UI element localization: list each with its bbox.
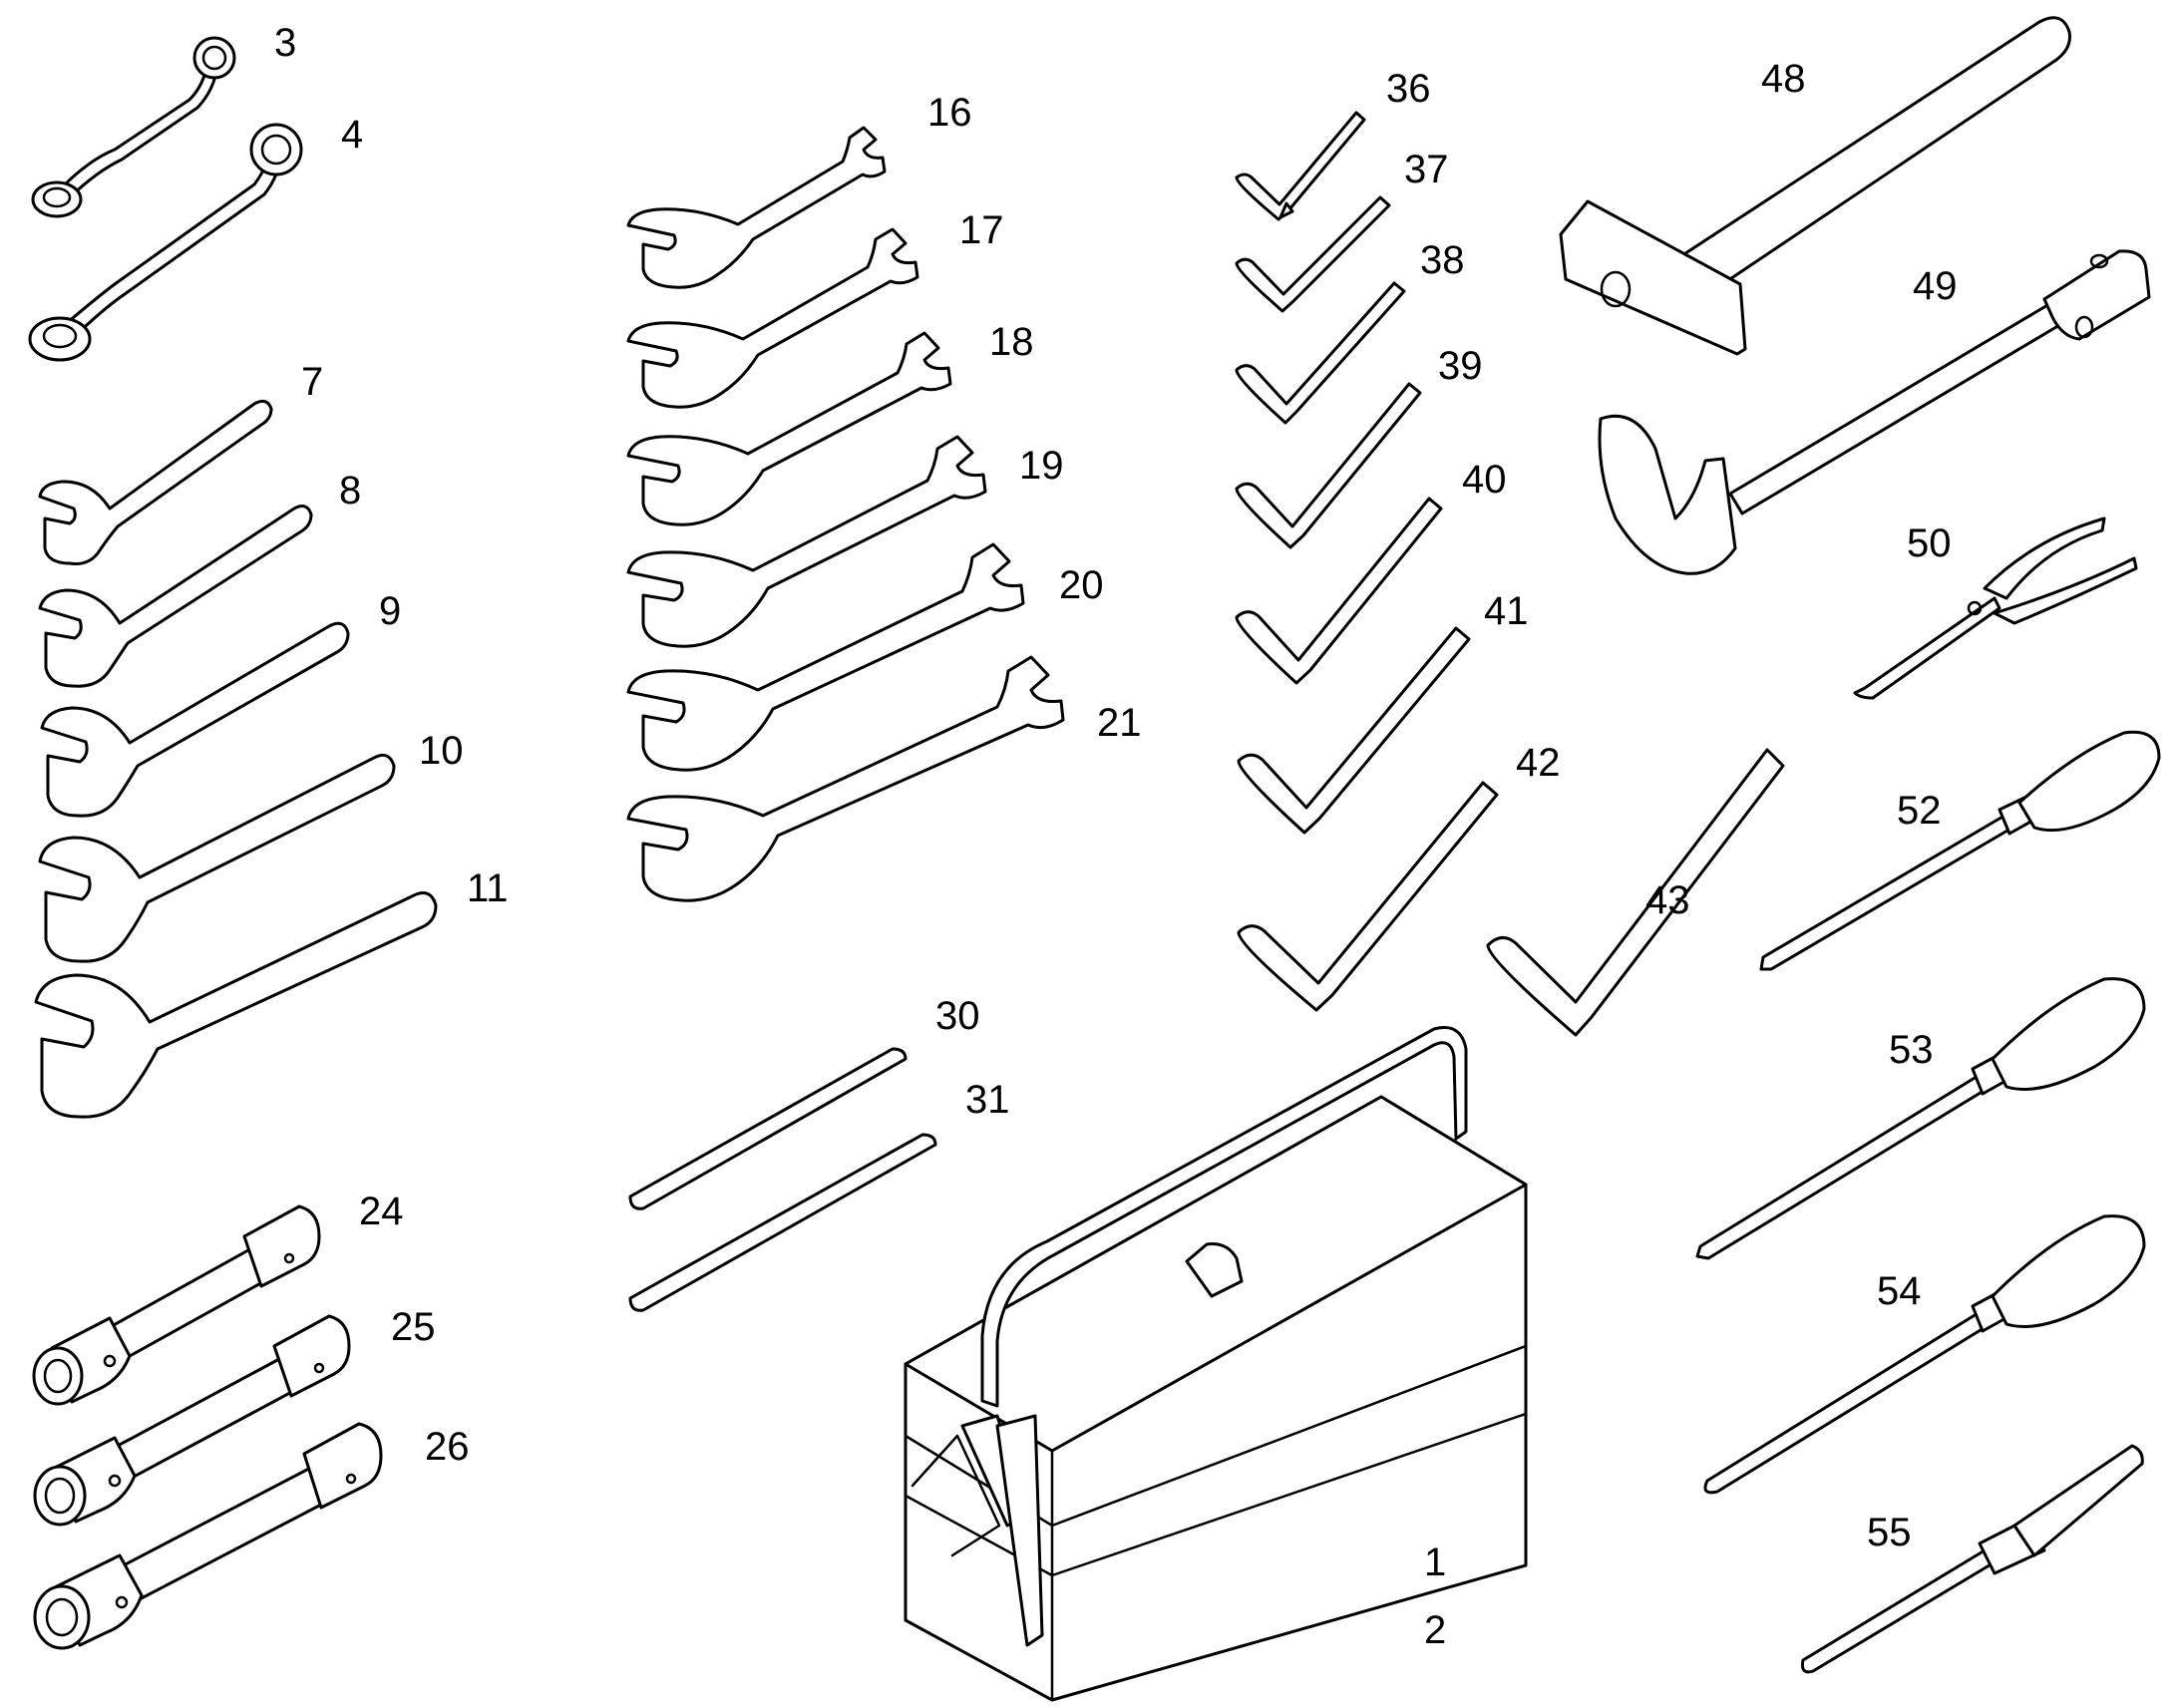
hex-key-38	[1235, 281, 1406, 425]
callout-49: 49	[1913, 264, 1958, 308]
callout-9: 9	[379, 589, 401, 633]
double-spanner-19	[626, 435, 987, 648]
callout-21: 21	[1097, 701, 1142, 745]
open-spanner-11	[34, 891, 438, 1119]
screwdriver-53	[1695, 977, 2146, 1260]
callout-1: 1	[1424, 1540, 1446, 1584]
callout-31: 31	[965, 1078, 1010, 1122]
box-spanner-25	[33, 1314, 351, 1527]
screwdriver-55	[1801, 1444, 2144, 1674]
callout-18: 18	[989, 320, 1034, 364]
pliers-50	[1853, 516, 2138, 700]
ring-spanner-3	[31, 36, 236, 218]
callout-38: 38	[1420, 238, 1465, 282]
callout-2: 2	[1424, 1608, 1446, 1652]
hex-key-43	[1486, 748, 1785, 1037]
hex-key-39	[1235, 382, 1422, 549]
hex-key-40	[1235, 497, 1443, 685]
wheel-brace-49	[1598, 249, 2151, 575]
callout-42: 42	[1516, 741, 1561, 785]
callout-16: 16	[927, 91, 972, 135]
tool-box-1-2	[904, 1026, 1528, 1702]
box-spanner-26	[33, 1422, 383, 1650]
screwdriver-54	[1703, 1214, 2146, 1495]
hex-key-36	[1235, 111, 1366, 221]
double-spanner-16	[626, 126, 887, 289]
open-spanner-9	[40, 621, 350, 818]
callout-36: 36	[1386, 67, 1431, 111]
hex-key-41	[1237, 626, 1471, 835]
callout-52: 52	[1897, 789, 1942, 833]
tommy-bar-30	[628, 1047, 908, 1210]
callout-50: 50	[1907, 521, 1952, 565]
callout-17: 17	[959, 208, 1004, 252]
open-spanner-8	[38, 505, 313, 688]
callout-8: 8	[339, 469, 361, 512]
callout-10: 10	[419, 729, 464, 773]
callout-25: 25	[391, 1305, 436, 1349]
tommy-bar-31	[628, 1133, 937, 1312]
callout-48: 48	[1761, 57, 1806, 101]
hex-key-37	[1235, 195, 1391, 313]
callout-4: 4	[341, 113, 363, 157]
callout-26: 26	[425, 1425, 470, 1469]
callout-19: 19	[1019, 444, 1064, 488]
hammer-48	[1559, 16, 2071, 356]
open-spanner-7	[38, 399, 273, 565]
double-spanner-17	[626, 227, 919, 409]
callout-40: 40	[1462, 458, 1507, 502]
open-spanner-10	[38, 753, 396, 963]
callout-43: 43	[1645, 878, 1690, 922]
callout-11: 11	[467, 866, 509, 910]
callout-53: 53	[1889, 1028, 1934, 1072]
callout-7: 7	[301, 360, 323, 404]
callout-41: 41	[1484, 589, 1529, 633]
box-spanner-24	[32, 1204, 321, 1406]
callout-55: 55	[1867, 1511, 1912, 1554]
double-spanner-18	[626, 331, 952, 526]
callout-37: 37	[1404, 148, 1449, 191]
callout-20: 20	[1059, 563, 1104, 607]
callout-30: 30	[935, 994, 980, 1038]
callout-24: 24	[359, 1190, 404, 1233]
double-spanner-21	[626, 655, 1065, 902]
callout-39: 39	[1438, 344, 1483, 388]
screwdriver-52	[1759, 730, 2161, 971]
hex-key-42	[1237, 781, 1499, 1012]
callout-54: 54	[1877, 1269, 1922, 1313]
ring-spanner-4	[28, 123, 303, 362]
double-spanner-20	[626, 542, 1025, 772]
callout-3: 3	[274, 21, 296, 65]
